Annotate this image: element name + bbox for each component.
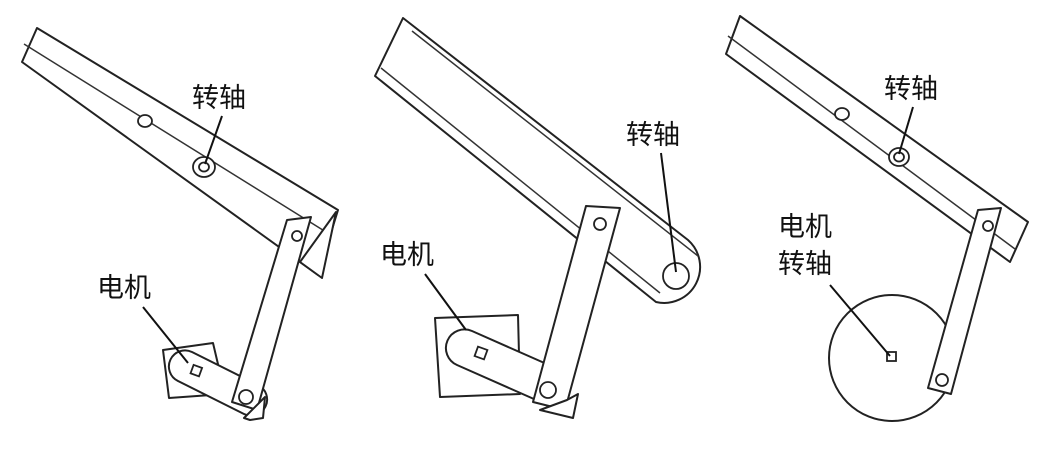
- panel-1-motor-label: 电机: [97, 273, 151, 304]
- panel-3: 转轴 电机 转轴: [725, 15, 1029, 422]
- panel-2-pivot-label: 转轴: [626, 120, 680, 151]
- panel-3-motor-label-line1: 电机: [778, 212, 832, 243]
- panel-2: 转轴 电机: [374, 17, 702, 419]
- panel-1: 转轴 电机: [21, 27, 339, 421]
- panel-3-motor-label-line2: 转轴: [778, 249, 832, 280]
- panel-3-connecting-rod: [927, 207, 1002, 395]
- panel-1-arm: [21, 27, 339, 279]
- panel-1-pivot-label: 转轴: [192, 83, 246, 114]
- panel-2-pivot: [662, 262, 690, 290]
- panel-3-arm: [725, 15, 1029, 263]
- panel-3-motor-shaft: [886, 351, 897, 362]
- panel-3-arm-hole: [834, 107, 850, 121]
- panel-2-motor-label: 电机: [380, 240, 434, 271]
- panel-2-arm: [374, 17, 702, 304]
- panel-2-connecting-rod: [532, 205, 621, 419]
- panel-1-arm-hole: [137, 114, 153, 128]
- panel-1-connecting-rod: [231, 216, 312, 421]
- panel-3-pivot-label: 转轴: [884, 74, 938, 105]
